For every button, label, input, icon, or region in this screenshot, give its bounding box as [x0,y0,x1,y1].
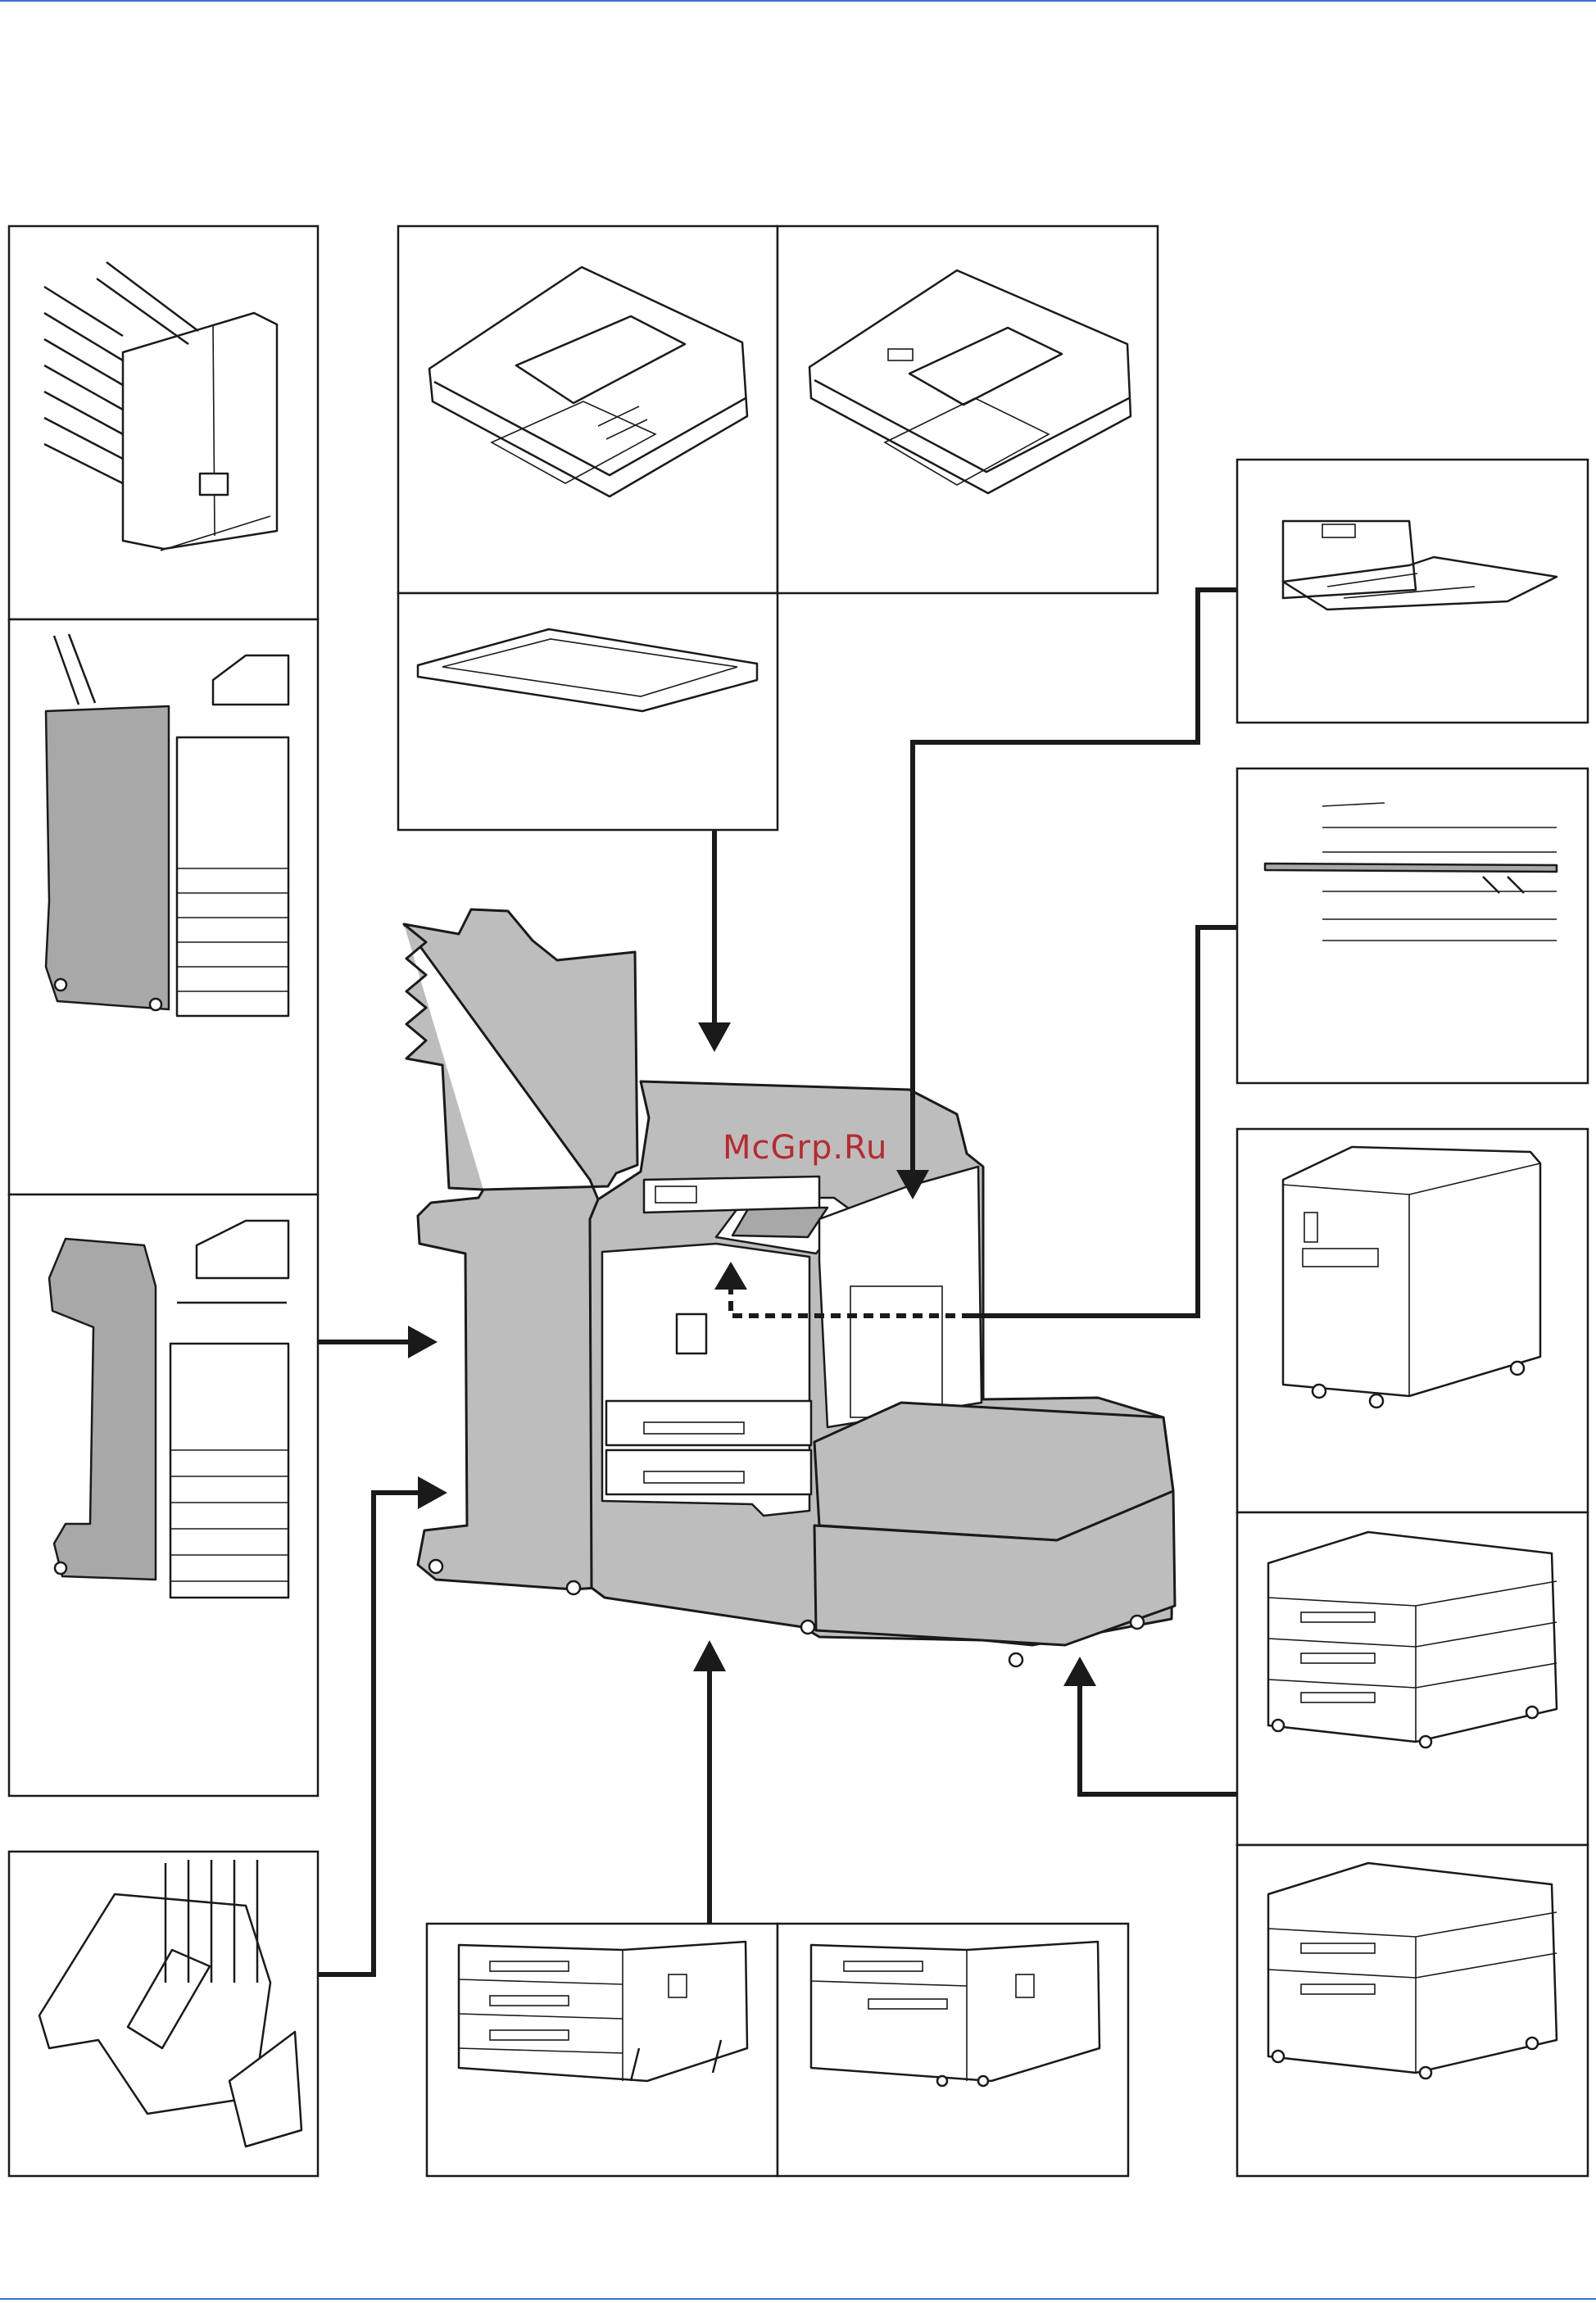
main-machine-illustration [404,909,1175,1666]
paper-feeder-a-illustration [459,1942,747,2081]
platen-cover-panel [398,593,778,830]
watermark-text: McGrp.Ru [723,1129,887,1167]
large-feeder-a-illustration [1268,1532,1557,1748]
bridge-unit-panel [1237,768,1588,1083]
large-feeder-b-illustration [1268,1863,1557,2079]
side-feeder-illustration [1283,1147,1540,1408]
